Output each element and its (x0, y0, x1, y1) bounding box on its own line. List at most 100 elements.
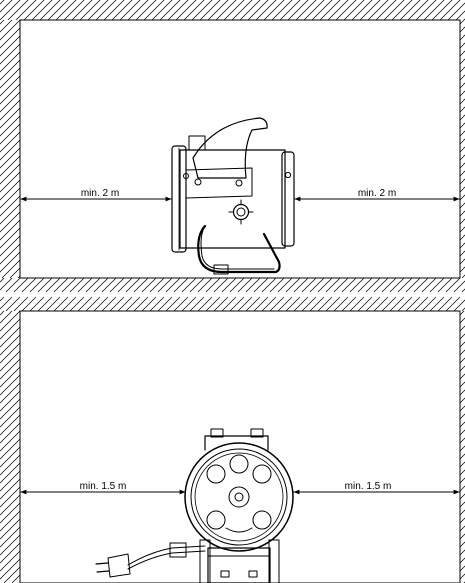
hatch-line (460, 429, 465, 436)
hatch-line (181, 297, 197, 311)
hatch-line (9, 267, 20, 278)
hatch-line (0, 99, 20, 121)
hatch-line (109, 297, 125, 311)
hatch-line (127, 0, 149, 20)
hatch-line (415, 0, 437, 20)
hatch-line (0, 297, 5, 302)
hatch-line (173, 278, 189, 292)
hatch-line (197, 297, 213, 311)
hatch-line (460, 485, 465, 492)
hatch-line (17, 275, 20, 278)
hatch-line (135, 0, 157, 20)
hatch-line (61, 297, 77, 311)
hatch-line (407, 0, 429, 20)
hatch-line (0, 27, 20, 49)
hatch-line (21, 297, 37, 311)
hatch-line (460, 461, 465, 468)
hatch-line (460, 525, 465, 532)
hatch-line (285, 297, 301, 311)
hatch-line (69, 297, 85, 311)
hatch-line (447, 2, 465, 20)
hatch-line (101, 278, 117, 292)
dimension-label-right-top: min. 2 m (358, 188, 396, 199)
hatch-line (397, 297, 413, 311)
hatch-line (165, 278, 181, 292)
hatch-line (460, 122, 465, 129)
hatch-line (0, 51, 20, 73)
dimension-label-left-bottom: min. 1.5 m (80, 481, 127, 492)
power-cord (95, 542, 206, 578)
hatch-line (245, 297, 261, 311)
hatch-line (460, 565, 465, 572)
hatch-line (77, 278, 93, 292)
hatch-line (381, 297, 397, 311)
hatch-line (460, 114, 465, 121)
hatch-line (0, 91, 20, 113)
hatch-line (207, 0, 229, 20)
hatch-line (327, 0, 349, 20)
hatch-line (133, 297, 149, 311)
hatch-line (101, 297, 117, 311)
hatch-line (0, 67, 20, 89)
hatch-line (189, 278, 205, 292)
hatch-line (460, 501, 465, 508)
hatch-line (421, 297, 437, 311)
room-outline-bottom (19, 310, 461, 583)
hatch-line (159, 0, 181, 20)
hatch-line (279, 0, 301, 20)
hatch-line (34, 14, 298, 278)
hatch-line (460, 50, 465, 57)
hatch-line (413, 297, 429, 311)
hatch-strip-left (0, 14, 298, 278)
hatch-line (429, 297, 445, 311)
hatch-line (45, 297, 61, 311)
hatch-line (231, 0, 253, 20)
hatch-line (460, 66, 465, 73)
hatch-line (460, 493, 465, 500)
hatch-line (0, 0, 13, 13)
hatch-line (460, 469, 465, 476)
hatch-line (460, 82, 465, 89)
hatch-line (173, 297, 189, 311)
hatch-line (0, 219, 20, 241)
hatch-line (0, 139, 20, 161)
hatch-line (269, 278, 285, 292)
hatch-line (373, 278, 389, 292)
hatch-line (93, 278, 109, 292)
hatch-line (61, 278, 77, 292)
hatch-line (460, 413, 465, 420)
hatch-line (28, 305, 306, 583)
hatch-line (365, 278, 381, 292)
hatch-line (429, 278, 445, 292)
heater-front-view (184, 428, 294, 583)
hatch-line (85, 278, 101, 292)
hatch-line (0, 243, 20, 265)
dimension-label-right-bottom: min. 1.5 m (345, 481, 392, 492)
hatch-line (460, 34, 465, 41)
hatch-line (189, 297, 205, 311)
hatch-line (29, 297, 45, 311)
hatch-line (303, 0, 325, 20)
hatch-line (0, 398, 20, 420)
hatch-line (103, 0, 125, 20)
hatch-line (0, 251, 20, 273)
front-view-panel: min. 1.5 m min. 1.5 m (0, 297, 465, 583)
hatch-line (0, 75, 20, 97)
hatch-line (269, 297, 285, 311)
hatch-line (141, 278, 157, 292)
hatch-line (0, 342, 20, 364)
hatch-line (460, 437, 465, 444)
hatch-line (239, 0, 261, 20)
hatch-line (333, 297, 349, 311)
hatch-line (0, 83, 20, 105)
hatch-line (0, 147, 20, 169)
hatch-line (157, 278, 173, 292)
hatch-line (309, 297, 325, 311)
hatch-line (0, 486, 20, 508)
hatch-line (0, 107, 20, 129)
hatch-line (117, 278, 133, 292)
hatch-line (87, 0, 109, 20)
hatch-strip-top (0, 297, 465, 311)
hatch-strip-top (0, 0, 465, 20)
